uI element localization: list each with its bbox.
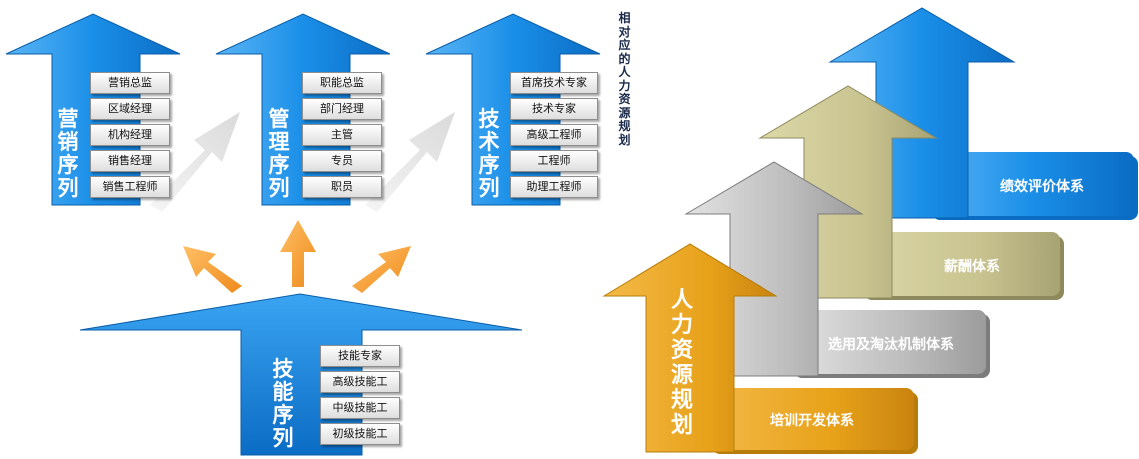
sequence-title-marketing: 营销序列 [57, 107, 79, 200]
staircase-step-label-3: 薪酬体系 [944, 259, 1000, 275]
side-note: 相对应的人力资源规划 [618, 11, 631, 147]
staircase-step-label-4: 绩效评价体系 [1000, 179, 1084, 195]
level-box: 首席技术专家 [510, 72, 598, 94]
level-box: 高级工程师 [510, 124, 598, 146]
level-box: 职员 [302, 176, 382, 198]
level-box: 高级技能工 [320, 371, 400, 393]
level-box: 职能总监 [302, 72, 382, 94]
staircase-step-label-2: 选用及淘汰机制体系 [828, 337, 954, 353]
staircase-step-label-1: 培训开发体系 [770, 413, 854, 429]
sequence-arrow-skill [79, 293, 523, 456]
staircase-main-label: 人力资源规划 [670, 288, 693, 438]
connector-arrow-2 [365, 112, 455, 212]
level-box: 机构经理 [90, 124, 170, 146]
level-box: 技能专家 [320, 345, 400, 367]
level-box: 主管 [302, 124, 382, 146]
sequence-title-skill: 技能序列 [272, 357, 294, 450]
level-box: 销售工程师 [90, 176, 170, 198]
level-box: 销售经理 [90, 150, 170, 172]
level-box: 中级技能工 [320, 397, 400, 419]
level-box: 区域经理 [90, 98, 170, 120]
staircase-step-bar-3 [860, 232, 1064, 300]
orange-arrow-left [183, 246, 242, 293]
level-box: 营销总监 [90, 72, 170, 94]
level-box: 助理工程师 [510, 176, 598, 198]
staircase-arrow-amber [602, 243, 778, 453]
sequence-title-management: 管理序列 [268, 107, 290, 200]
orange-arrow-middle [280, 220, 316, 287]
level-box: 工程师 [510, 150, 598, 172]
level-box: 专员 [302, 150, 382, 172]
sequence-title-technical: 技术序列 [478, 107, 500, 200]
level-box: 部门经理 [302, 98, 382, 120]
staircase-step-bar-1 [708, 388, 918, 454]
level-box: 技术专家 [510, 98, 598, 120]
level-box: 初级技能工 [320, 423, 400, 445]
staircase-step-bar-2 [790, 310, 990, 378]
connector-arrow-1 [150, 112, 240, 212]
orange-arrow-right [352, 246, 411, 293]
staircase-step-bar-4 [928, 152, 1138, 220]
